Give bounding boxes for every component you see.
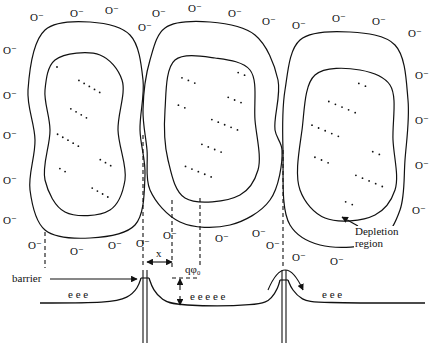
leader-line [50,278,137,279]
oxygen-ion: O⁻ [215,233,229,245]
barrier-label: barrier [12,273,41,285]
depletion-boundary [283,31,409,247]
oxygen-ion: O⁻ [372,16,386,28]
grain-boundary [281,270,282,343]
barrier-height-label: qφ₀ [185,264,201,276]
oxygen-ion: O⁻ [252,228,266,240]
leader-line [342,217,358,226]
donor-dots [311,82,383,205]
oxygen-ion: O⁻ [3,175,17,187]
oxygen-ion: O⁻ [70,8,84,20]
conduction-band [288,280,425,303]
oxygen-ion: O⁻ [330,256,344,268]
conduction-band [40,278,141,303]
oxygen-ion: O⁻ [70,246,84,258]
oxygen-ion: O⁻ [3,130,17,142]
oxygen-ion: O⁻ [163,230,177,242]
oxygen-ion: O⁻ [138,22,152,34]
oxygen-ion: O⁻ [28,240,42,252]
grain-boundary [146,270,147,343]
oxygen-ion: O⁻ [412,205,426,217]
oxygen-ion: O⁻ [266,240,280,252]
oxygen-ion: O⁻ [30,12,44,24]
barrier-top [280,279,288,280]
donor-dots [178,72,246,178]
electron-row: e e e [322,289,342,301]
oxygen-ion: O⁻ [3,45,17,57]
oxygen-ion: O⁻ [105,5,119,17]
grain-boundary [285,270,286,343]
oxygen-ion: O⁻ [332,13,346,25]
electron-row: e e e [68,289,88,301]
electron-hop-arrow [268,270,303,290]
projection-line [44,232,45,268]
dimension-arrow [179,296,180,305]
oxygen-ion: O⁻ [292,20,306,32]
oxygen-ion: O⁻ [292,252,306,264]
donor-dots [56,66,111,198]
oxygen-ion: O⁻ [3,215,17,227]
projection-line [282,150,283,268]
oxygen-ion: O⁻ [136,238,150,250]
barrier-top [141,277,149,278]
oxygen-ion: O⁻ [415,70,429,82]
depletion-boundary [143,21,282,227]
oxygen-ion: O⁻ [188,3,202,15]
oxygen-ion: O⁻ [3,90,17,102]
oxygen-ion: O⁻ [415,115,429,127]
oxygen-ion: O⁻ [262,16,276,28]
grain-boundary [142,270,143,343]
oxygen-ion: O⁻ [152,8,166,20]
grain-core [297,68,396,221]
oxygen-ion: O⁻ [415,160,429,172]
projection-line [199,198,200,268]
oxygen-ion: O⁻ [408,28,422,40]
conduction-band [149,278,280,306]
width-label: x [156,248,162,260]
region-label: Depletion region [354,226,418,249]
width-arrow [147,261,172,262]
dimension-arrow [179,279,180,290]
depletion-boundary [28,22,145,239]
oxygen-ion: O⁻ [108,240,122,252]
grain-core [44,53,125,216]
grain-core [164,56,259,203]
oxygen-ion: O⁻ [228,8,242,20]
electron-row: e e e e e [190,291,225,303]
barrier-level [172,277,200,278]
